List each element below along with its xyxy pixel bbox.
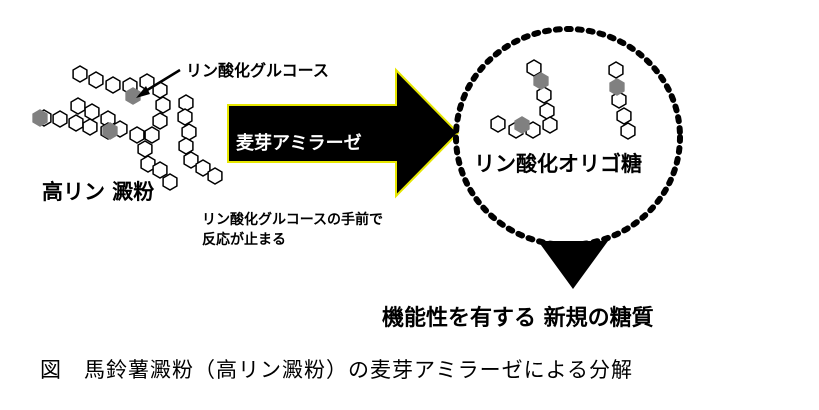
glucose-unit	[162, 173, 178, 191]
glucose-unit	[207, 167, 223, 185]
glucose-unit	[611, 91, 627, 109]
glucose-unit	[152, 161, 168, 179]
glucose-unit	[140, 155, 156, 173]
starch-label: 高リン 澱粉	[42, 180, 155, 204]
phosphorylated-glucose-unit	[125, 87, 141, 105]
glucose-unit	[178, 94, 194, 112]
glucose-unit	[68, 114, 84, 132]
glucose-unit	[82, 118, 98, 136]
glucose-unit	[129, 126, 145, 144]
glucose-unit	[542, 116, 558, 134]
glucose-unit	[195, 159, 211, 177]
glucose-unit	[526, 59, 542, 77]
glucose-unit	[155, 96, 171, 114]
stop-note-line1: リン酸化グルコースの手前で	[202, 212, 384, 228]
glucose-unit	[52, 110, 68, 128]
glucose-unit	[152, 112, 168, 130]
down-triangle	[538, 241, 608, 289]
starch-chain	[32, 65, 223, 191]
glucose-unit	[183, 151, 199, 169]
glucose-unit	[105, 76, 121, 94]
glucose-unit	[137, 140, 153, 158]
enzyme-arrow	[227, 67, 460, 199]
phosphorylated-glucose-unit	[609, 78, 625, 96]
glucose-unit	[88, 71, 104, 89]
functional-sugar-label: 機能性を有する 新規の糖質	[382, 306, 654, 331]
glucose-unit	[178, 137, 194, 155]
phosphorylated-glucose-unit	[32, 109, 48, 127]
glucose-unit	[536, 86, 552, 104]
glucose-unit	[616, 107, 632, 125]
glucose-unit	[608, 61, 624, 79]
glucose-unit	[177, 108, 193, 126]
phosphorylated-glucose-unit	[514, 116, 530, 134]
oligo-circle	[453, 26, 683, 248]
phosphorylated-glucose-unit	[102, 122, 118, 140]
glucose-unit	[70, 97, 86, 115]
phos-glucose-pointer	[136, 68, 181, 98]
glucose-unit	[72, 65, 88, 83]
oligo-label: リン酸化オリゴ糖	[474, 152, 642, 176]
glucose-unit	[144, 126, 160, 144]
enzyme-label: 麦芽アミラーゼ	[236, 133, 362, 154]
glucose-unit	[490, 115, 506, 133]
phos-glucose-label: リン酸化グルコース	[186, 61, 329, 80]
stop-note-line2: 反応が止まる	[202, 232, 286, 248]
phosphorylated-glucose-unit	[533, 72, 549, 90]
glucose-unit	[84, 103, 100, 121]
figure-caption: 図 馬鈴薯澱粉（高リン澱粉）の麦芽アミラーゼによる分解	[40, 358, 633, 382]
glucose-unit	[620, 122, 636, 140]
glucose-unit	[539, 102, 555, 120]
oligosaccharide-chains	[490, 59, 636, 140]
glucose-unit	[181, 123, 197, 141]
